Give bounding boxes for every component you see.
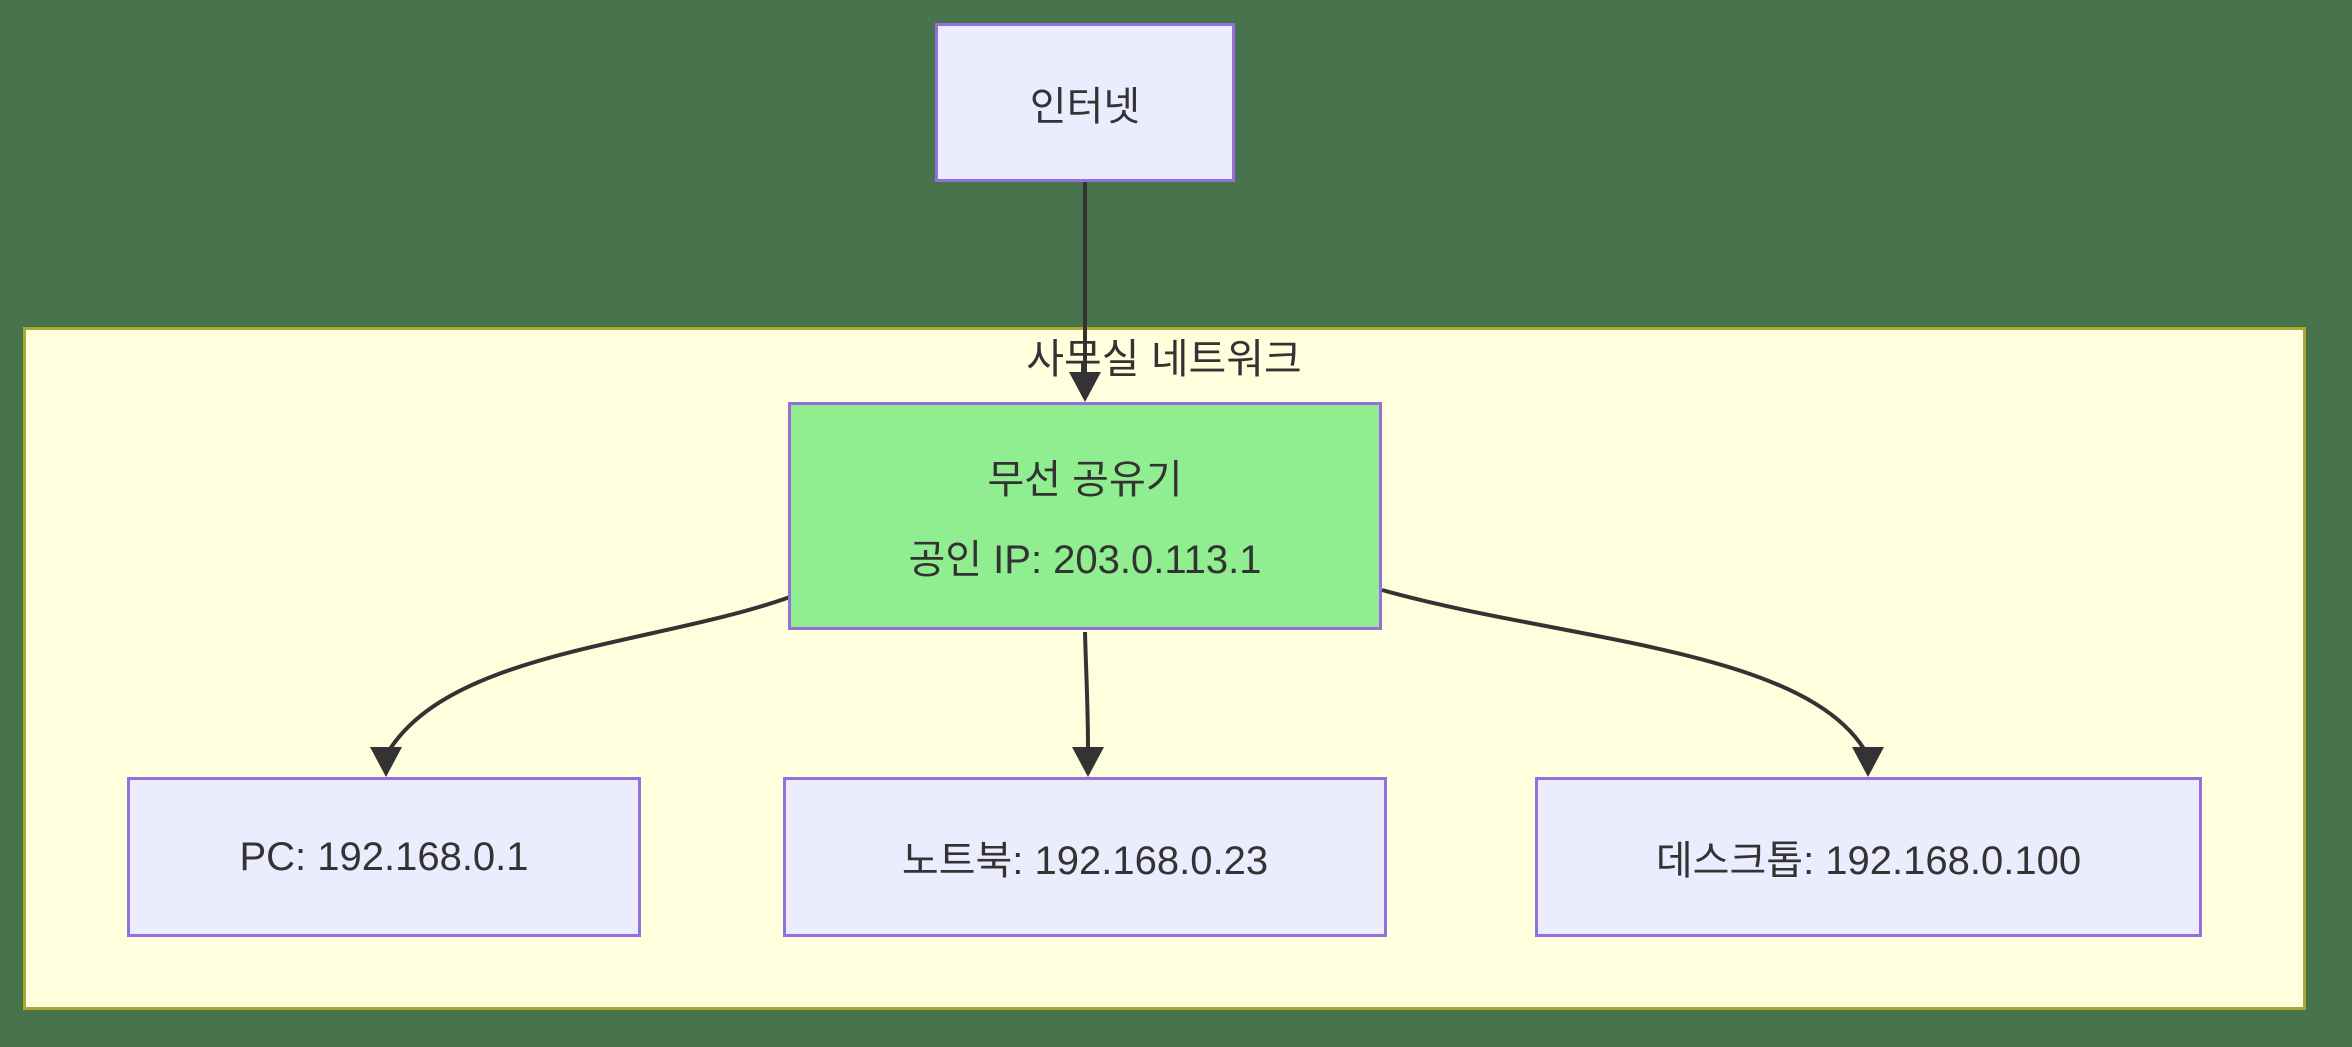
- node-router-label: 무선 공유기: [987, 458, 1183, 502]
- subgraph-label: 사무실 네트워크: [1026, 336, 1302, 382]
- node-laptop-label: 노트북: 192.168.0.23: [901, 839, 1269, 883]
- arrowhead-desktop: [1852, 747, 1884, 777]
- node-desktop: 데스크톱: 192.168.0.100: [1535, 777, 2202, 937]
- arrowhead-router: [1069, 372, 1101, 402]
- node-internet: 인터넷: [935, 23, 1235, 182]
- edge-router-to-desktop: [1381, 588, 1866, 751]
- arrowhead-pc: [370, 747, 402, 777]
- edge-router-to-pc: [388, 595, 791, 751]
- node-internet-label: 인터넷: [1029, 84, 1141, 129]
- node-pc: PC: 192.168.0.1: [127, 777, 641, 937]
- arrowhead-laptop: [1072, 747, 1104, 777]
- node-pc-label: PC: 192.168.0.1: [239, 834, 529, 879]
- node-router-public-ip: 공인 IP: 203.0.113.1: [908, 538, 1262, 582]
- node-router: 무선 공유기 공인 IP: 203.0.113.1: [788, 402, 1382, 630]
- node-laptop: 노트북: 192.168.0.23: [783, 777, 1387, 937]
- node-desktop-label: 데스크톱: 192.168.0.100: [1655, 839, 2082, 883]
- edge-router-to-laptop: [1083, 631, 1090, 750]
